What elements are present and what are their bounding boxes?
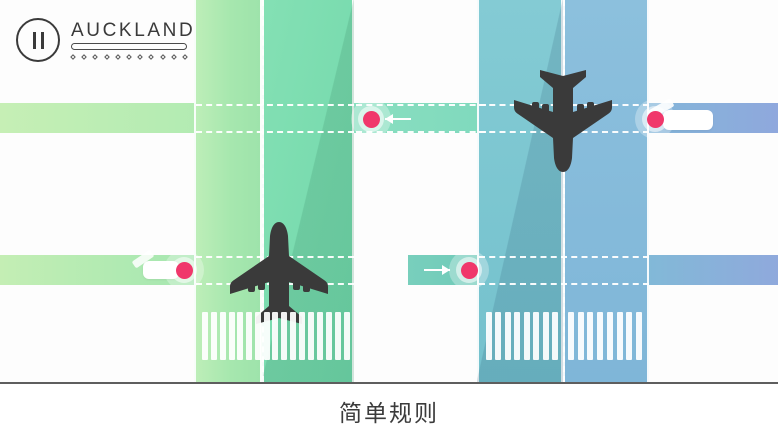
caption-bar: 简单规则 (0, 384, 778, 438)
node-upper-right[interactable] (635, 99, 675, 139)
aircraft-blue-runway[interactable] (512, 62, 614, 172)
logo-text-block: AUCKLAND (70, 20, 196, 60)
green-upper-guide-bottom (196, 131, 354, 133)
blue-lower-guide-bottom (479, 283, 649, 285)
arrow-left-upper (385, 113, 411, 125)
node-dot-icon (460, 261, 478, 279)
mid-upper-guide-top (356, 104, 486, 106)
pause-icon[interactable] (16, 18, 60, 62)
runway-marker-dots (70, 54, 188, 60)
green-threshold-left (202, 312, 270, 360)
arrow-right-lower (424, 264, 450, 276)
bottom-divider (0, 382, 778, 384)
node-upper-mid[interactable] (351, 99, 391, 139)
node-lower-left[interactable] (164, 250, 204, 290)
caption-text: 简单规则 (339, 401, 439, 427)
green-runway-centerline (262, 0, 264, 382)
mid-upper-guide-bottom (356, 131, 486, 133)
node-dot-icon (646, 110, 664, 128)
runway-bar-icon (71, 43, 187, 50)
blue-threshold-right (568, 312, 642, 360)
blue-lane-right[interactable] (563, 0, 649, 382)
node-dot-icon (362, 110, 380, 128)
blue-lower-guide-top (479, 256, 649, 258)
green-threshold-right (272, 312, 350, 360)
lower-right-taxiway[interactable] (640, 255, 778, 285)
node-lower-mid[interactable] (449, 250, 489, 290)
logo-title: AUCKLAND (71, 20, 196, 41)
aircraft-green-runway[interactable] (228, 222, 330, 332)
blue-runway-centerline (563, 0, 565, 382)
node-dot-icon (175, 261, 193, 279)
app-logo[interactable]: AUCKLAND (16, 18, 195, 62)
green-upper-guide-top (196, 104, 354, 106)
plane-card-right[interactable] (663, 110, 713, 130)
plane-card-left[interactable] (143, 261, 179, 279)
blue-threshold-left (486, 312, 558, 360)
